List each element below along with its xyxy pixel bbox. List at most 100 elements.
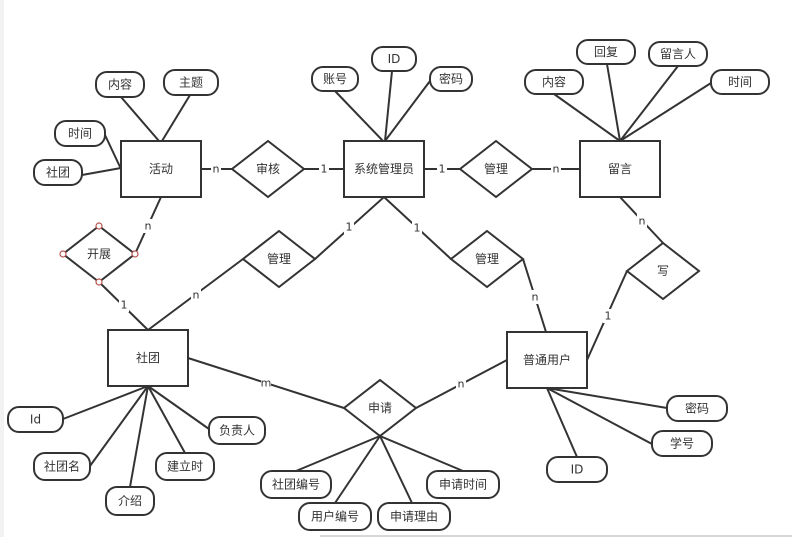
attribute-pill — [33, 159, 83, 186]
relationship-label: 管理 — [267, 251, 291, 266]
entity-activity[interactable]: 活动 — [120, 140, 202, 198]
attribute-edge — [120, 96, 160, 142]
attribute-edge — [89, 385, 149, 467]
attribute-msg-author[interactable]: 留言人 — [648, 41, 708, 67]
attribute-act-time[interactable]: 时间 — [54, 120, 106, 147]
attribute-pill — [208, 416, 266, 445]
attribute-label: 时间 — [68, 127, 92, 141]
attribute-pill — [426, 470, 500, 499]
cardinality-act-conduct: n — [143, 219, 153, 233]
attribute-edge — [384, 80, 431, 142]
cardinality-label: 1 — [346, 221, 353, 234]
relationship-diamond — [241, 229, 317, 289]
relationship-diamond — [449, 229, 525, 289]
attribute-edge — [546, 387, 653, 445]
relationship-manage_user[interactable]: 管理 — [449, 229, 525, 289]
attribute-label: 密码 — [685, 401, 709, 416]
entity-box — [107, 329, 189, 387]
attribute-msg-content[interactable]: 内容 — [524, 69, 584, 95]
attribute-msg-reply[interactable]: 回复 — [576, 39, 636, 65]
cardinality-admin-managemsg: 1 — [437, 162, 447, 176]
cardinality-background — [456, 377, 466, 391]
attribute-adm-password[interactable]: 密码 — [429, 66, 473, 92]
relationship-apply[interactable]: 申请 — [342, 378, 418, 438]
selection-handle[interactable] — [95, 222, 103, 230]
cardinality-label: 1 — [414, 222, 421, 235]
attribute-edge — [546, 387, 578, 458]
attribute-edge — [379, 435, 464, 472]
attribute-pill — [298, 502, 372, 531]
cardinality-label: 1 — [121, 299, 128, 312]
relationship-diamond — [625, 241, 701, 301]
entity-admin[interactable]: 系统管理员 — [343, 140, 425, 198]
cardinality-background — [530, 290, 540, 304]
attribute-user-student-no[interactable]: 学号 — [651, 430, 713, 457]
relationship-manage_msg[interactable]: 管理 — [458, 139, 534, 199]
attribute-msg-time[interactable]: 时间 — [710, 69, 770, 95]
attribute-club-id[interactable]: Id — [7, 406, 64, 433]
entity-club[interactable]: 社团 — [107, 329, 189, 387]
attribute-edge — [81, 167, 122, 176]
attribute-act-club[interactable]: 社团 — [33, 159, 83, 186]
attribute-adm-account[interactable]: 账号 — [311, 66, 359, 92]
attribute-label: 申请理由 — [390, 510, 438, 524]
relationship-write[interactable]: 写 — [625, 241, 701, 301]
attribute-pill — [311, 66, 359, 92]
entity-user[interactable]: 普通用户 — [506, 331, 588, 389]
cardinality-background — [119, 298, 129, 312]
attribute-club-intro[interactable]: 介绍 — [105, 486, 155, 516]
relationship-manage_club[interactable]: 管理 — [241, 229, 317, 289]
attribute-edge — [147, 385, 210, 430]
entity-box — [579, 140, 661, 198]
cardinality-background — [211, 162, 221, 176]
entity-box — [343, 140, 425, 198]
attribute-club-founded[interactable]: 建立时 — [155, 452, 215, 481]
selection-handle[interactable] — [95, 278, 103, 286]
attribute-label: 介绍 — [118, 494, 142, 508]
cardinality-label: 1 — [605, 310, 612, 323]
attribute-pill — [163, 69, 219, 96]
attribute-pill — [546, 456, 608, 483]
cardinality-write-user: 1 — [603, 309, 613, 323]
selection-handle[interactable] — [131, 250, 139, 258]
attribute-label: 留言人 — [660, 47, 696, 61]
attribute-user-password[interactable]: 密码 — [666, 395, 728, 422]
attribute-edge — [161, 94, 191, 142]
attribute-pill — [524, 69, 584, 95]
attribute-apply-reason[interactable]: 申请理由 — [377, 502, 451, 531]
attribute-pill — [33, 452, 91, 481]
attribute-apply-club-no[interactable]: 社团编号 — [260, 470, 332, 499]
cardinality-label: n — [193, 289, 200, 302]
cardinality-background — [603, 309, 613, 323]
attribute-edge — [379, 435, 413, 504]
attribute-apply-user-no[interactable]: 用户编号 — [298, 502, 372, 531]
entity-message[interactable]: 留言 — [579, 140, 661, 198]
attribute-act-topic[interactable]: 主题 — [163, 69, 219, 96]
attribute-apply-time[interactable]: 申请时间 — [426, 470, 500, 499]
attribute-label: 负责人 — [219, 424, 255, 438]
relationship-review[interactable]: 审核 — [230, 139, 306, 199]
attribute-label: 社团编号 — [272, 477, 320, 492]
attribute-label: Id — [30, 413, 41, 427]
attribute-club-leader[interactable]: 负责人 — [208, 416, 266, 445]
cardinality-background — [412, 221, 422, 235]
attribute-label: 社团名 — [44, 459, 80, 474]
relationship-conduct[interactable]: 开展 — [59, 222, 139, 286]
attribute-edge — [606, 63, 621, 142]
cardinality-apply-user: n — [456, 377, 466, 391]
canvas-left-border — [0, 0, 4, 537]
attribute-user-id[interactable]: ID — [546, 456, 608, 483]
attribute-club-name[interactable]: 社团名 — [33, 452, 91, 481]
entity-label: 系统管理员 — [354, 161, 414, 176]
attribute-pill — [666, 395, 728, 422]
cardinality-background — [319, 162, 329, 176]
relationship-label: 管理 — [475, 251, 499, 266]
cardinality-background — [637, 214, 647, 228]
attribute-edge — [553, 93, 621, 142]
attribute-adm-id[interactable]: ID — [371, 46, 417, 72]
attribute-act-content[interactable]: 内容 — [95, 71, 145, 98]
entity-label: 活动 — [149, 162, 173, 176]
cardinality-background — [261, 376, 271, 390]
selection-handle[interactable] — [59, 250, 67, 258]
